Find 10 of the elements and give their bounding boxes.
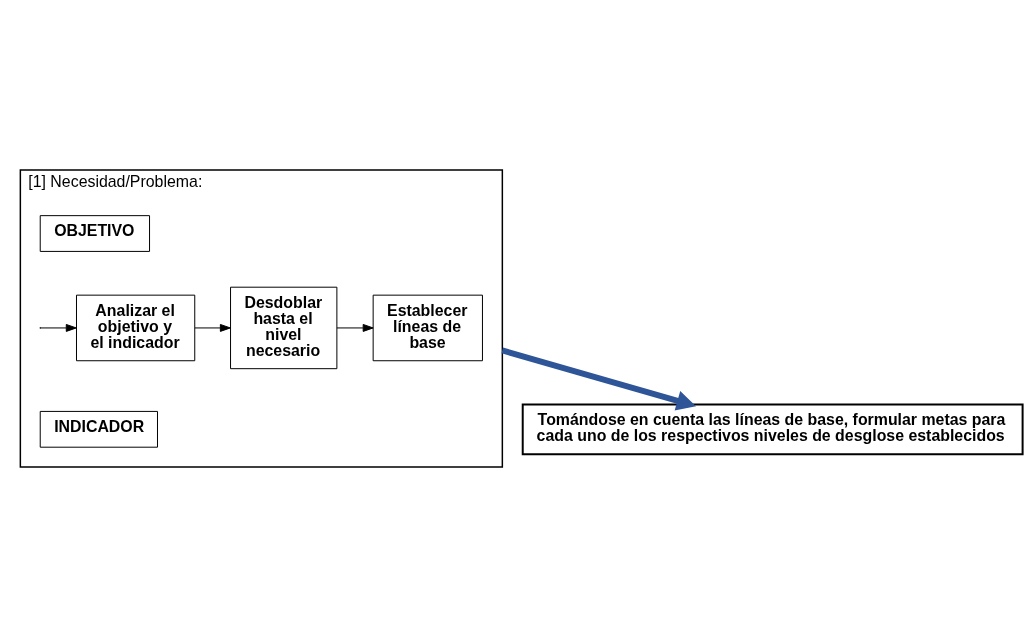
arrow (336, 323, 374, 332)
node-box: Analizar el objetivo y el indicador (76, 294, 196, 361)
arrow (40, 323, 77, 332)
node-box: Tomándose en cuenta las líneas de base, formular metas para cada uno de los respectivos niveles de desglose establecidos (521, 402, 1024, 455)
node-box: OBJETIVO (39, 214, 151, 252)
arrow (194, 323, 231, 332)
node-box: INDICADOR (39, 410, 158, 448)
node-box: Establecer líneas de base (372, 294, 483, 361)
arrow (501, 347, 697, 411)
node-box: Desdoblar hasta el nivel necesario (230, 286, 338, 369)
